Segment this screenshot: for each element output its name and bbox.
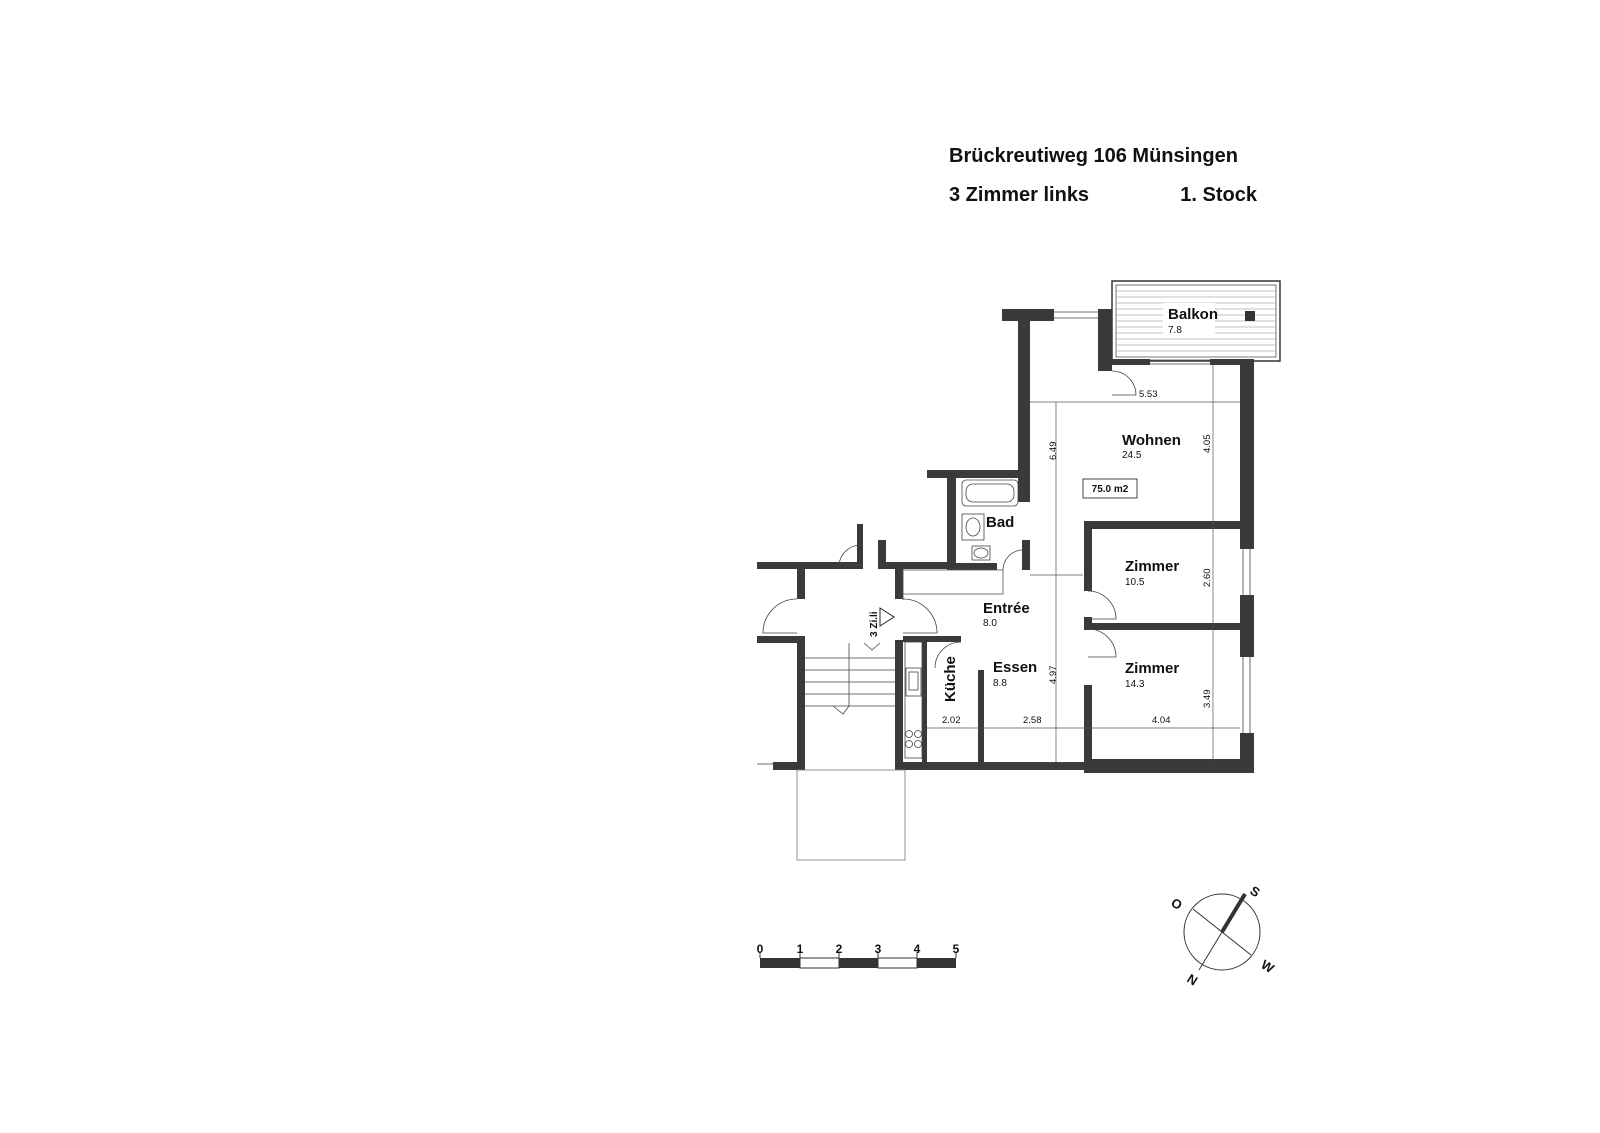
room-label-wohnen: Wohnen [1122, 432, 1181, 449]
room-area-entree: 8.0 [983, 618, 997, 629]
windows [757, 311, 1251, 769]
dim-2-02: 2.02 [942, 715, 961, 726]
stair-unit-label: 3 Zi.li [869, 611, 880, 637]
scale-label-3: 3 [875, 942, 882, 956]
scale-label-1: 1 [797, 942, 804, 956]
walls [757, 309, 1254, 773]
compass-w: W [1258, 957, 1277, 977]
room-label-kueche: Küche [942, 656, 959, 702]
room-area-zimmer-2: 14.3 [1125, 679, 1145, 690]
room-label-entree: Entrée [983, 600, 1030, 617]
kitchen-fixtures [904, 641, 923, 759]
room-label-balkon: Balkon [1168, 306, 1218, 323]
scale-label-4: 4 [914, 942, 921, 956]
total-area: 75.0 m2 [1092, 484, 1129, 495]
compass-icon: S O N W [1168, 883, 1277, 989]
dim-4-97: 4.97 [1048, 666, 1059, 685]
scale-label-0: 0 [757, 942, 764, 956]
unit-title: 3 Zimmer links [949, 184, 1089, 206]
room-label-bad: Bad [986, 514, 1014, 531]
room-area-balkon: 7.8 [1168, 325, 1182, 336]
total-area-box [1082, 478, 1138, 499]
dim-2-60: 2.60 [1202, 569, 1213, 588]
dim-4-05: 4.05 [1202, 435, 1213, 454]
staircase [796, 642, 906, 861]
dimension-lines [927, 365, 1240, 762]
compass-n: N [1184, 971, 1200, 989]
room-area-wohnen: 24.5 [1122, 450, 1142, 461]
room-label-essen: Essen [993, 659, 1037, 676]
compass-s: S [1247, 883, 1263, 900]
compass-o: O [1168, 895, 1185, 913]
entry-arrow-icon [879, 607, 895, 627]
dim-6-49: 6.49 [1048, 442, 1059, 461]
room-area-essen: 8.8 [993, 678, 1007, 689]
address-title: Brückreutiweg 106 Münsingen [949, 145, 1238, 167]
room-label-zimmer-1: Zimmer [1125, 558, 1179, 575]
room-area-zimmer-1: 10.5 [1125, 577, 1145, 588]
dim-4-04: 4.04 [1152, 715, 1171, 726]
floor-title: 1. Stock [1180, 184, 1258, 206]
door-swings [762, 370, 1137, 669]
room-label-zimmer-2: Zimmer [1125, 660, 1179, 677]
dim-5-53: 5.53 [1139, 389, 1158, 400]
scale-label-2: 2 [836, 942, 843, 956]
scale-label-5: 5 [953, 942, 960, 956]
bathroom-fixtures [961, 479, 1019, 561]
scale-bar: 0 1 2 3 4 5 [757, 942, 960, 969]
dim-2-58: 2.58 [1023, 715, 1042, 726]
dim-3-49: 3.49 [1202, 690, 1213, 709]
drain-icon [1245, 311, 1255, 321]
